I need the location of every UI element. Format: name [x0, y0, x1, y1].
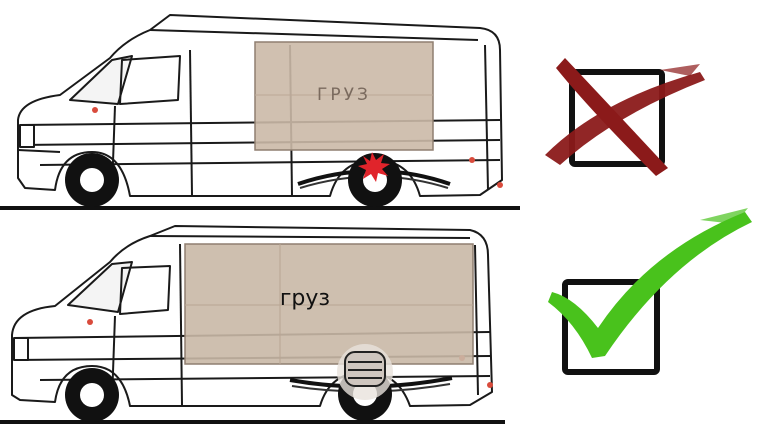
- front-wheel: [65, 368, 119, 422]
- green-check-icon: [548, 208, 752, 375]
- red-cross-icon: [545, 58, 705, 176]
- cargo-box: [254, 41, 434, 151]
- suspension-spring-icon: [337, 344, 393, 400]
- cargo-label: груз: [280, 286, 330, 311]
- cargo-box: [184, 243, 474, 365]
- front-wheel: [65, 153, 119, 207]
- cargo-label: ГРУЗ: [317, 85, 371, 105]
- panel-right: груз: [0, 208, 752, 424]
- impact-burst-icon: [358, 152, 390, 182]
- panel-wrong: ГРУЗ: [0, 14, 705, 210]
